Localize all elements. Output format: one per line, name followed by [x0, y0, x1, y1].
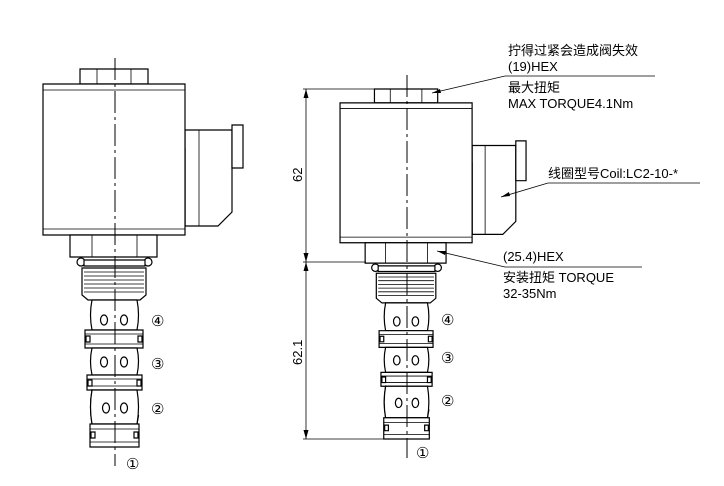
valve-right: ④ ③ ② ① — [339, 75, 527, 462]
coil-model-text: 线圈型号Coil:LC2-10-* — [548, 166, 678, 181]
valve-left: ④ ③ ② ① — [42, 58, 244, 473]
install-torque-text: 安装扭矩 TORQUE — [503, 270, 614, 285]
callout-body-hex: (25.4)HEX 安装扭矩 TORQUE 32-35Nm — [437, 249, 642, 301]
max-torque-text: MAX TORQUE4.1Nm — [508, 96, 633, 111]
port-1-label-left: ① — [126, 455, 139, 473]
dimension-lower: 62.1 — [290, 340, 305, 365]
port-1-label-right: ① — [416, 444, 429, 462]
port-4-label-right: ④ — [441, 311, 454, 329]
max-torque-cn-text: 最大扭矩 — [508, 80, 560, 95]
port-4-label-left: ④ — [151, 312, 164, 330]
dimension-lines: 62 62.1 — [290, 89, 386, 439]
callout-nut: 拧得过紧会造成阀失效 (19)HEX 最大扭矩 MAX TORQUE4.1Nm — [432, 43, 655, 111]
port-3-label-left: ③ — [151, 355, 164, 373]
port-2-label-left: ② — [151, 400, 164, 418]
warning-text: 拧得过紧会造成阀失效 — [508, 43, 638, 58]
nut-hex-text: (19)HEX — [508, 59, 558, 74]
body-hex-text: (25.4)HEX — [503, 249, 564, 264]
callout-coil: 线圈型号Coil:LC2-10-* — [501, 166, 700, 197]
port-2-label-right: ② — [441, 392, 454, 410]
dimension-upper: 62 — [290, 168, 305, 182]
port-3-label-right: ③ — [441, 349, 454, 367]
install-torque-value: 32-35Nm — [503, 286, 556, 301]
